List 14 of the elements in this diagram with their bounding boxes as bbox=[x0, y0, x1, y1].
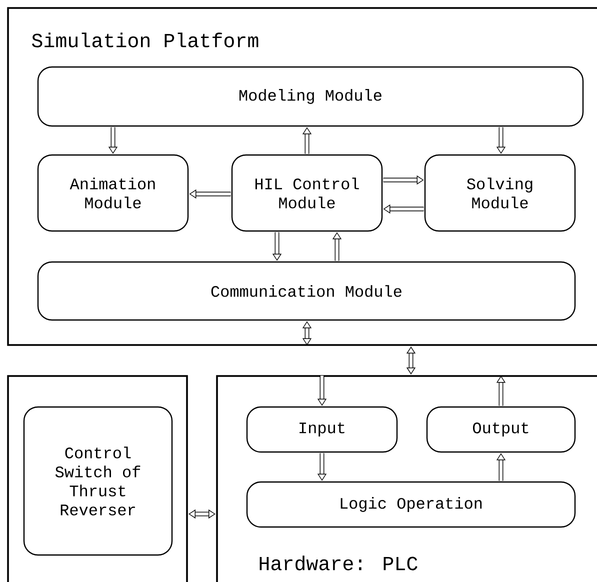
module-box: Input bbox=[246, 406, 398, 453]
module-box: Control Switch of Thrust Reverser bbox=[23, 406, 173, 556]
module-box: Communication Module bbox=[37, 261, 576, 321]
module-box: Modeling Module bbox=[37, 66, 584, 127]
panel-title: Hardware: PLC bbox=[260, 556, 418, 570]
hollow-arrow bbox=[188, 509, 216, 519]
module-box: Logic Operation bbox=[246, 481, 576, 528]
module-box: Animation Module bbox=[37, 154, 189, 232]
module-box: Solving Module bbox=[424, 154, 576, 232]
hollow-arrow bbox=[406, 346, 416, 374]
module-box: HIL Control Module bbox=[231, 154, 383, 232]
panel-frame bbox=[7, 375, 188, 582]
panel-title: Simulation Platform bbox=[32, 32, 258, 48]
module-box: Output bbox=[426, 406, 576, 453]
